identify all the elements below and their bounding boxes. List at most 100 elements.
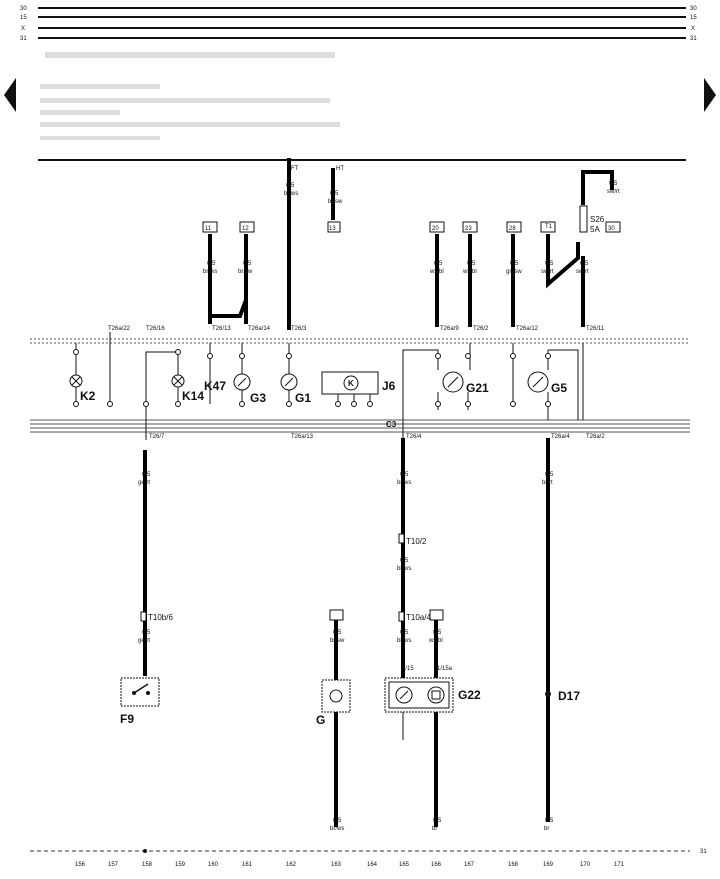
component-label-k14: K14 — [182, 389, 204, 403]
connector-t26-4: T26/4 — [406, 434, 422, 440]
wire-size-ht: 0.5 — [330, 191, 339, 197]
sender-g — [321, 679, 351, 713]
component-label-g5: G5 — [551, 381, 567, 395]
ref-165: 165 — [399, 862, 410, 868]
component-label-g3: G3 — [250, 391, 266, 405]
next-page-arrow[interactable] — [704, 78, 716, 112]
warning-lamp-k2 — [69, 374, 83, 388]
wire-size-t1: 0.5 — [545, 261, 554, 267]
wire-size-t10: 0.5 — [400, 558, 409, 564]
wire-colour-g: br/sw — [330, 638, 345, 644]
wire-size-f9: 0.5 — [142, 630, 151, 636]
ref-156: 156 — [75, 862, 86, 868]
ref-160: 160 — [208, 862, 219, 868]
connector-t10-2: T10/2 — [406, 537, 427, 546]
component-label-g22: G22 — [458, 688, 481, 702]
terminal-label-f: 28 — [509, 226, 516, 232]
connector-ht: HT — [336, 166, 344, 172]
pin-2-15: 2/15 — [402, 666, 414, 672]
connector-block-t10-2 — [398, 533, 405, 544]
ref-159: 159 — [175, 862, 186, 868]
connector-ft: FT — [291, 166, 299, 172]
thick-wires — [143, 158, 614, 827]
ref-157: 157 — [108, 862, 119, 868]
connector-t10a4: T10a/4 — [406, 613, 431, 622]
component-symbol-k: K — [348, 379, 354, 388]
connector-c3: C3 — [386, 420, 397, 429]
ref-168: 168 — [508, 862, 519, 868]
bus-lines — [30, 338, 690, 852]
gauge-g21 — [442, 371, 464, 393]
previous-page-arrow[interactable] — [4, 78, 16, 112]
wire-colour-g21b: ws/bl — [462, 269, 477, 275]
warning-lamp-k14 — [171, 374, 185, 388]
wire-size-d17-bottom: 0.5 — [545, 818, 554, 824]
component-label-f9: F9 — [120, 712, 134, 726]
wire-colour-k47: br/ws — [203, 269, 217, 275]
connector-block-t10b6 — [140, 611, 147, 622]
connector-t26-2: T26/2 — [473, 326, 489, 332]
wire-colour-ft: br/ws — [284, 191, 298, 197]
ground-point — [143, 849, 147, 853]
connector-t26-11: T26/11 — [586, 326, 605, 332]
connector-block-t10a4 — [398, 611, 405, 622]
connector-t26a2: T26a/2 — [586, 434, 605, 440]
wire-size-ft: 0.5 — [286, 183, 295, 189]
wire-colour-g22-up: br/ws — [397, 480, 411, 486]
wire-colour-g22-bottom: br — [432, 826, 437, 832]
ref-162: 162 — [286, 862, 297, 868]
junction-d17 — [545, 691, 551, 697]
gauge-g5 — [527, 371, 549, 393]
terminal-label-b: 12 — [242, 226, 249, 232]
rail-label-x-left: X — [21, 26, 25, 32]
wire-size-g21b: 0.5 — [467, 261, 476, 267]
rail-label-31-right: 31 — [690, 36, 697, 42]
fuse-s26-rating: 5A — [590, 225, 600, 234]
connector-t26-16: T26/16 — [146, 326, 165, 332]
rail-label-31-left: 31 — [20, 36, 27, 42]
wire-size-g3: 0.5 — [243, 261, 252, 267]
rail-label-15-right: 15 — [690, 15, 697, 21]
terminal-label-c: 13 — [329, 226, 336, 232]
rail-label-x-right: X — [691, 26, 695, 32]
component-label-d17: D17 — [558, 689, 580, 703]
gauge-g3 — [233, 373, 251, 391]
connector-dots — [73, 349, 551, 407]
component-label-j6: J6 — [382, 379, 396, 393]
connector-t26a9: T26a/9 — [440, 326, 459, 332]
wire-size-g: 0.5 — [333, 630, 342, 636]
control-unit-j6 — [321, 371, 379, 404]
connector-t1: T1 — [545, 224, 553, 230]
wire-colour-f9: ge/rt — [138, 638, 150, 644]
connector-t26a14: T26a/14 — [248, 326, 271, 332]
fuse-s26-label: S26 — [590, 215, 605, 224]
connector-t26a22: T26a/22 — [108, 326, 131, 332]
terminal-label-g: 30 — [608, 226, 615, 232]
wire-colour-g22b: ws/bl — [428, 638, 443, 644]
wire-colour-t1: sw/rt — [541, 269, 554, 275]
wire-size-g21a: 0.5 — [434, 261, 443, 267]
terminal-label-a: 11 — [205, 226, 212, 232]
wire-size-d17: 0.5 — [545, 472, 554, 478]
ref-164: 164 — [367, 862, 378, 868]
terminal-boxes — [202, 221, 621, 621]
gauge-g1 — [280, 373, 298, 391]
ref-171: 171 — [614, 862, 625, 868]
terminal-label-d: 20 — [432, 226, 439, 232]
component-label-g21: G21 — [466, 381, 489, 395]
sender-g22 — [384, 677, 454, 713]
terminal-label-e: 23 — [465, 226, 472, 232]
wire-colour-d17-bottom: br — [544, 826, 549, 832]
wire-colour-g5: gn/sw — [506, 269, 522, 275]
ref-167: 167 — [464, 862, 475, 868]
component-label-g1: G1 — [295, 391, 311, 405]
wire-size-g-bottom: 0.5 — [333, 818, 342, 824]
ref-166: 166 — [431, 862, 442, 868]
wire-colour-g3: br/sw — [238, 269, 253, 275]
wire-size-g22a: 0.5 — [400, 630, 409, 636]
wire-colour-g22a: br/ws — [397, 638, 411, 644]
ref-170: 170 — [580, 862, 591, 868]
wire-colour-g21a: ws/bl — [429, 269, 444, 275]
wire-colour-ht: br/sw — [328, 199, 343, 205]
